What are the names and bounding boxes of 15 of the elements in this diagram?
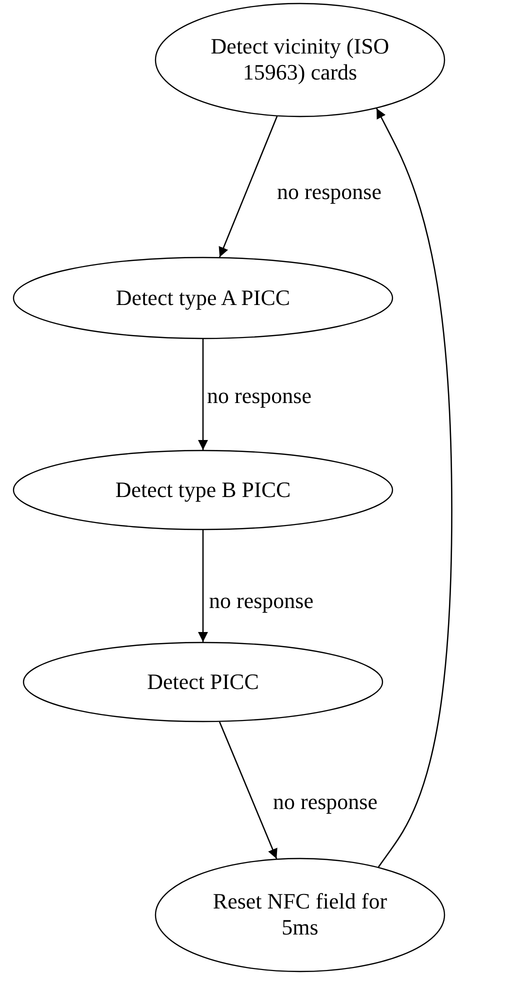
- node-label: Detect type B PICC: [114, 476, 292, 504]
- node-label: Reset NFC field for 5ms: [212, 888, 388, 942]
- node-label: Detect PICC: [146, 668, 260, 696]
- node-label: Detect type A PICC: [114, 284, 292, 312]
- process-ellipse: [155, 3, 445, 117]
- node-label: Detect vicinity (ISO 15963) cards: [210, 34, 390, 86]
- arrow: [198, 339, 208, 450]
- arrow: [376, 108, 452, 868]
- arrow: [198, 530, 208, 642]
- process-ellipse: [155, 858, 445, 972]
- arrow: [218, 116, 278, 258]
- process-ellipse: [13, 257, 393, 339]
- process-ellipse: [23, 642, 383, 722]
- arrow: [218, 722, 278, 859]
- process-ellipse: [13, 450, 393, 530]
